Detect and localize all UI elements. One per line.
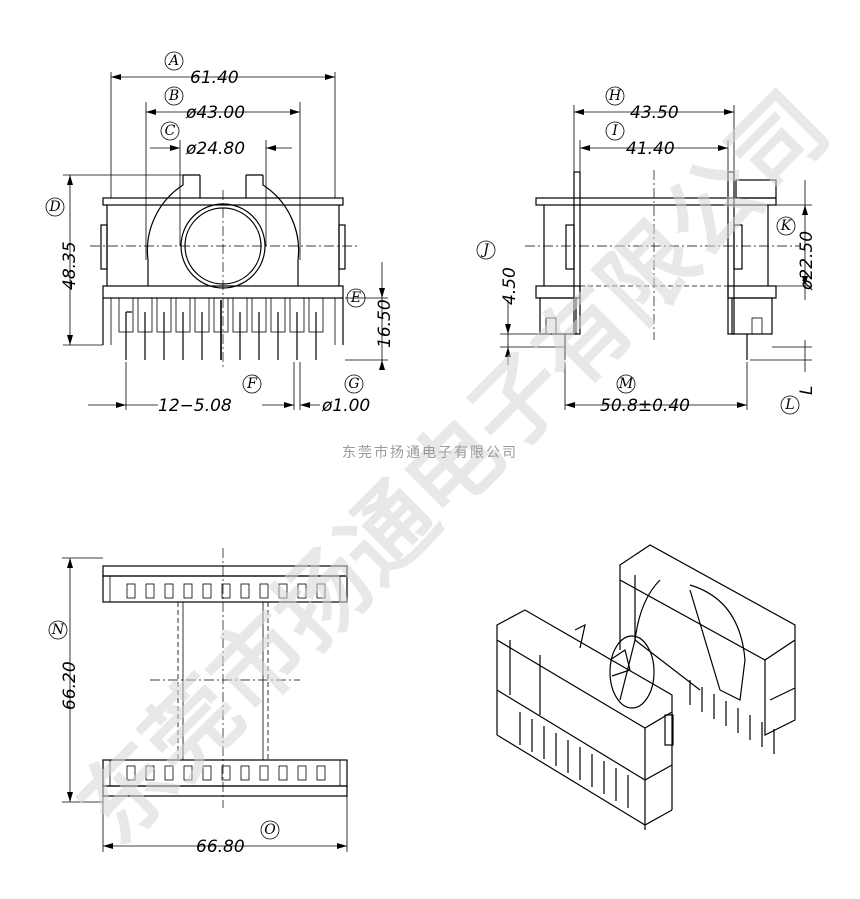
- label-m: M: [618, 376, 634, 392]
- label-n: N: [51, 622, 65, 638]
- bottom-dimension-texts: N 66.20 O 66.80: [48, 620, 280, 857]
- label-i: I: [611, 123, 618, 139]
- dim-f: 12−5.08: [158, 396, 232, 416]
- label-h: H: [608, 88, 622, 104]
- dim-a: 61.40: [190, 68, 239, 88]
- dim-j: 4.50: [500, 267, 520, 305]
- iso-back-pins: [689, 680, 775, 754]
- dim-n: 66.20: [60, 661, 80, 710]
- isometric-view: [496, 544, 796, 830]
- side-dimension-texts: H 43.50 I 41.40 J 4.50 K ø22.50 L L M 50…: [476, 86, 817, 416]
- watermark-small: 东莞市扬通电子有限公司: [342, 444, 518, 461]
- dim-k: ø22.50: [797, 231, 817, 291]
- dim-i: 41.40: [626, 139, 675, 159]
- dim-l: L: [797, 386, 817, 395]
- side-view: [500, 105, 812, 410]
- dim-o: 66.80: [196, 837, 245, 857]
- label-b: B: [168, 88, 179, 104]
- label-l: L: [784, 397, 794, 413]
- watermark-large: 东莞市扬通电子有限公司: [58, 72, 849, 863]
- dim-g: ø1.00: [321, 396, 370, 416]
- label-a: A: [167, 53, 179, 69]
- label-d: D: [48, 199, 60, 215]
- label-k: K: [780, 218, 793, 234]
- label-j: J: [480, 242, 490, 258]
- dim-h: 43.50: [630, 103, 679, 123]
- label-o: O: [264, 822, 276, 838]
- bottom-view-bottom-pins: [126, 765, 326, 781]
- iso-front-pins: [519, 712, 629, 808]
- dim-d: 48.35: [60, 241, 80, 290]
- front-view: [63, 72, 388, 410]
- dim-b: ø43.00: [185, 103, 245, 123]
- front-dimension-texts: A 61.40 B ø43.00 C ø24.80 D 48.35 E 16.5…: [45, 51, 395, 416]
- bottom-view: [62, 548, 348, 852]
- dim-e: 16.50: [375, 299, 395, 348]
- dim-m: 50.8±0.40: [600, 396, 690, 416]
- label-e: E: [350, 290, 361, 306]
- label-f: F: [246, 376, 258, 392]
- label-g: G: [348, 376, 359, 392]
- bottom-view-top-pins: [126, 583, 326, 599]
- dim-c: ø24.80: [185, 139, 245, 159]
- label-c: C: [165, 123, 176, 139]
- front-pins: [125, 300, 317, 360]
